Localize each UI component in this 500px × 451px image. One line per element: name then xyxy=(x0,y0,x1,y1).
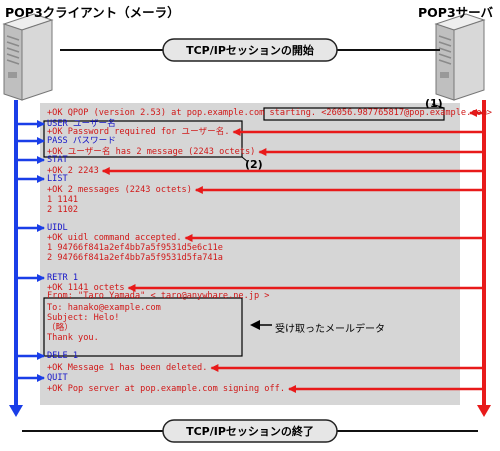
server-response: +OK 1141 octets xyxy=(47,283,125,293)
client-command: USER ユーザー名 xyxy=(47,119,116,129)
server-response: +OK 2 messages (2243 octets) xyxy=(47,185,192,195)
annotation-1-leader xyxy=(431,103,445,109)
server-response: +OK ユーザー名 has 2 message (2243 octets) xyxy=(47,147,256,157)
data-line: Thank you. xyxy=(47,333,99,343)
data-line: To: hanako@example.com xyxy=(47,303,161,313)
client-lifeline-arrowhead xyxy=(9,405,23,417)
session-end-label: TCP/IPセッションの終了 xyxy=(186,425,314,438)
annotation-2: (2) xyxy=(245,158,263,171)
server-response: +OK Pop server at pop.example.com signin… xyxy=(47,384,285,394)
session-end-pill xyxy=(162,419,338,443)
client-command: DELE 1 xyxy=(47,351,79,361)
server-response: +OK uidl command accepted. xyxy=(47,233,182,243)
client-command: RETR 1 xyxy=(47,273,79,283)
server-response: +OK QPOP (version 2.53) at pop.example.c… xyxy=(47,108,492,118)
apop-timestamp-box xyxy=(263,107,445,121)
data-line: 2 1102 xyxy=(47,205,79,215)
session-start-pill xyxy=(162,38,338,62)
server-response: +OK Password required for ユーザー名. xyxy=(47,127,230,137)
annotation-2-leader xyxy=(241,156,249,163)
data-line: 2 94766f841a2ef4bb7a5f9531d5fa741a xyxy=(47,253,223,263)
server-response: +OK 2 2243 xyxy=(47,166,99,176)
client-title: POP3クライアント（メーラ） xyxy=(5,5,180,20)
client-command: LIST xyxy=(47,174,68,184)
annotation-1: (1) xyxy=(425,97,443,110)
mail-note-arrowhead xyxy=(250,320,260,330)
server-lifeline-arrowhead xyxy=(477,405,491,417)
client-computer-icon xyxy=(2,13,54,101)
data-line: 1 1141 xyxy=(47,195,79,205)
server-title: POP3サーバ xyxy=(418,5,494,20)
client-command: PASS パスワード xyxy=(47,136,116,146)
received-mail-note: 受け取ったメールデータ xyxy=(275,324,385,335)
data-line: Subject: Helo! xyxy=(47,313,120,323)
client-command: QUIT xyxy=(47,373,68,383)
mail-data-box xyxy=(43,297,243,357)
data-line: （略） xyxy=(47,323,73,333)
server-computer-icon xyxy=(434,13,486,101)
client-command: UIDL xyxy=(47,223,68,233)
data-line: From: "Taro Yamada" < taro@anywhare.ne.j… xyxy=(47,291,270,301)
session-start-label: TCP/IPセッションの開始 xyxy=(186,44,314,57)
client-command: STAT xyxy=(47,155,68,165)
message-panel xyxy=(40,103,460,405)
data-line: 1 94766f841a2ef4bb7a5f9531d5e6c11e xyxy=(47,243,223,253)
server-response: +OK Message 1 has been deleted. xyxy=(47,363,208,373)
